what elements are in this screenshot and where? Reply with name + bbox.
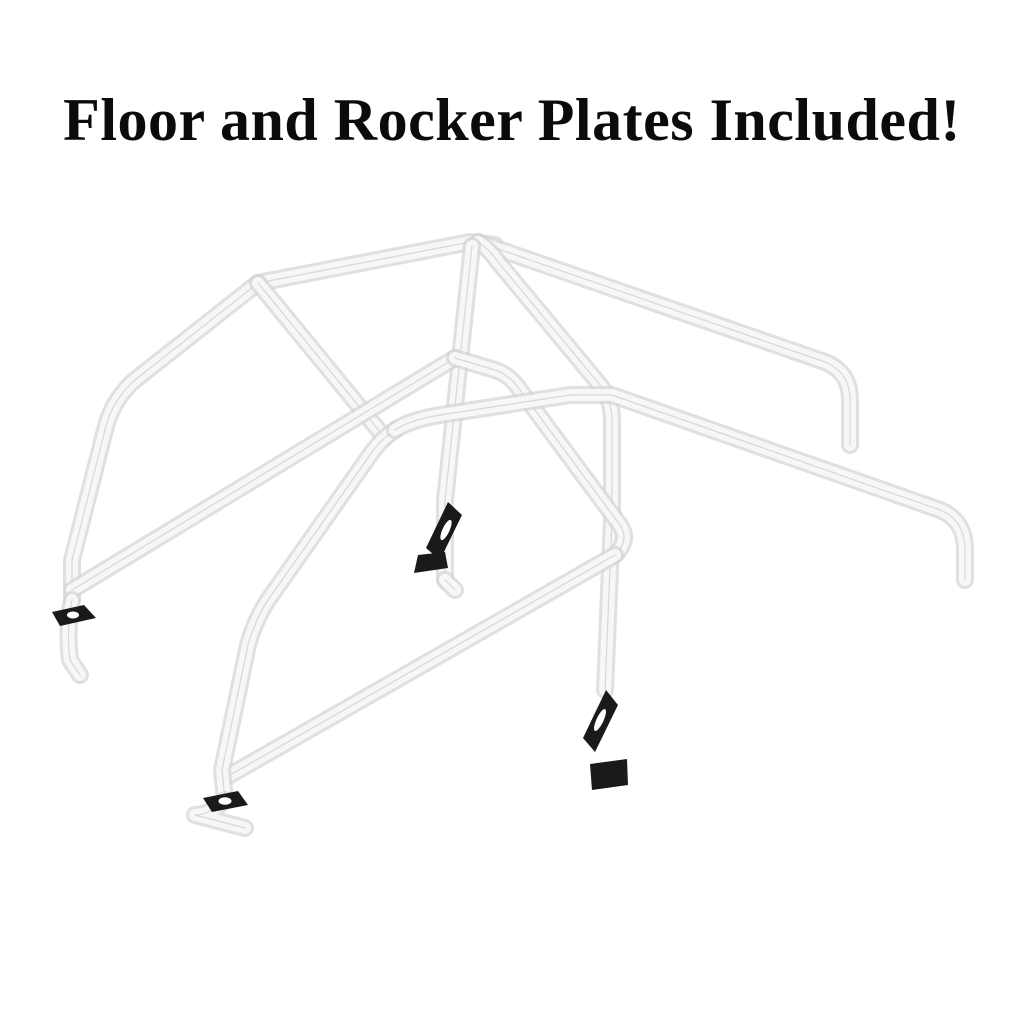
rear-roof-bar [249,233,504,292]
main-hoop [469,233,621,699]
headline: Floor and Rocker Plates Included! [63,87,961,153]
rear-left-foot [59,591,89,684]
lower-left-bar [63,349,464,599]
mounting-plates [52,502,628,812]
rocker-plate-rear-right [414,502,462,573]
main-hoop-left-foot [436,571,464,599]
rear-right-side-bar [469,233,859,454]
roll-cage-tubes [59,233,974,837]
rear-left-hoop [63,274,267,609]
floor-plate-front-left [203,791,248,812]
front-lower-bar [221,546,624,784]
floor-plate-front-right [590,759,628,790]
floor-plate-rear-left [52,605,96,626]
front-hoop [446,349,633,564]
front-side-bar [386,386,974,589]
front-left-pillar [213,421,404,809]
rocker-plate-front-right [583,690,618,752]
